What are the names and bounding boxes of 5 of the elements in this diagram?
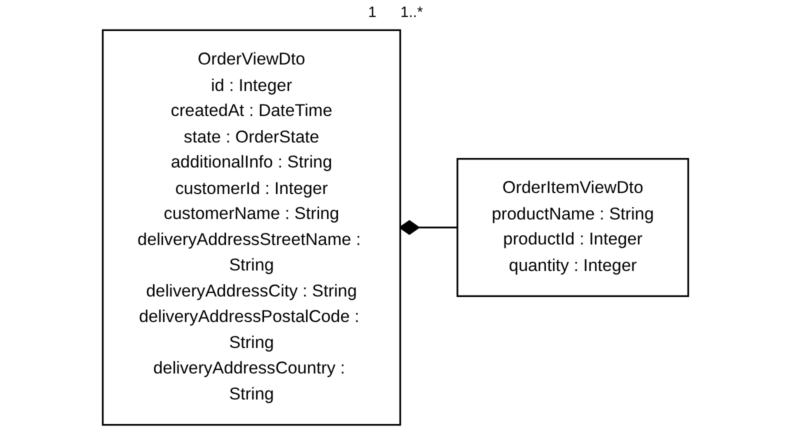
multiplicity-label: 1..* (400, 4, 423, 21)
multiplicity-label: 1 (368, 4, 376, 21)
class-box: OrderViewDto id : Integer createdAt : DateTime state : OrderState additionalInfo : String customerId : Integer customerName : String deliveryAddressStreetName : String deliveryAddressCity : String deliveryAddressPostalCode : String deliveryAddressCountry : String (102, 29, 402, 426)
class-box: OrderItemViewDto productName : String productId : Integer quantity : Integer (456, 158, 690, 297)
composition-line (399, 220, 458, 235)
